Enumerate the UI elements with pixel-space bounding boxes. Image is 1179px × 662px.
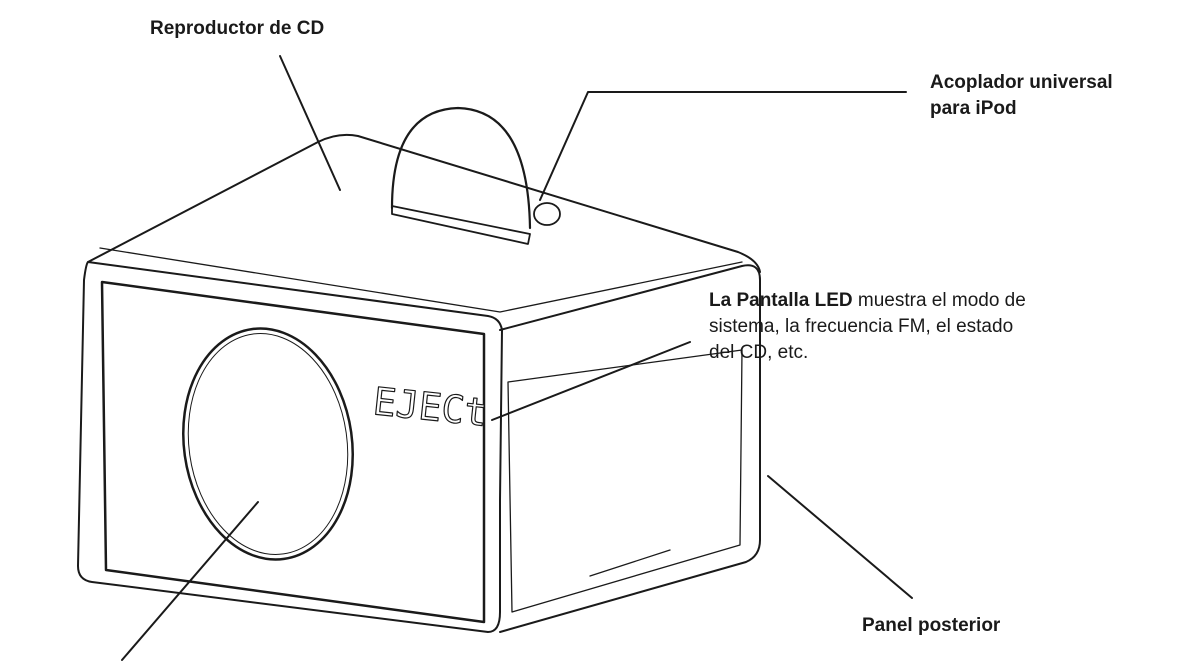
speaker-grille-inner (187, 333, 349, 555)
label-led-display: La Pantalla LED muestra el modo de siste… (709, 288, 1169, 366)
label-rear-panel: Panel posterior (862, 615, 1001, 636)
device-top-inner-edge (99, 247, 743, 313)
label-ipod-dock-line2: para iPod (930, 98, 1017, 119)
ipod-dock (533, 202, 561, 226)
device-side-face (499, 264, 761, 633)
label-ipod-dock: Acoplador universal para iPod (930, 70, 1113, 122)
device-side-inner (507, 349, 743, 613)
device-top-face (87, 133, 761, 273)
label-led-bold: La Pantalla LED (709, 290, 853, 311)
device-side-highlight (589, 549, 671, 577)
label-cd-player: Reproductor de CD (150, 18, 325, 39)
leader-line-led (491, 341, 691, 421)
leader-line-speaker (121, 501, 259, 661)
cd-disc (390, 106, 532, 230)
label-led-rest: muestra el modo de (852, 290, 1026, 311)
label-led-line1: La Pantalla LED muestra el modo de (709, 288, 1169, 314)
cd-slot (391, 205, 531, 245)
label-ipod-dock-line1: Acoplador universal (930, 72, 1113, 93)
speaker-grille (182, 327, 354, 561)
leader-line-panel (767, 475, 913, 599)
device-front-bezel (100, 280, 486, 624)
led-display-text: EJECt (371, 379, 489, 435)
device-front-face (77, 261, 503, 633)
leader-line-cd (279, 55, 341, 191)
label-led-line2: sistema, la frecuencia FM, el estado (709, 316, 1014, 337)
leader-line-dock (539, 91, 907, 201)
label-led-line3: del CD, etc. (709, 342, 809, 363)
